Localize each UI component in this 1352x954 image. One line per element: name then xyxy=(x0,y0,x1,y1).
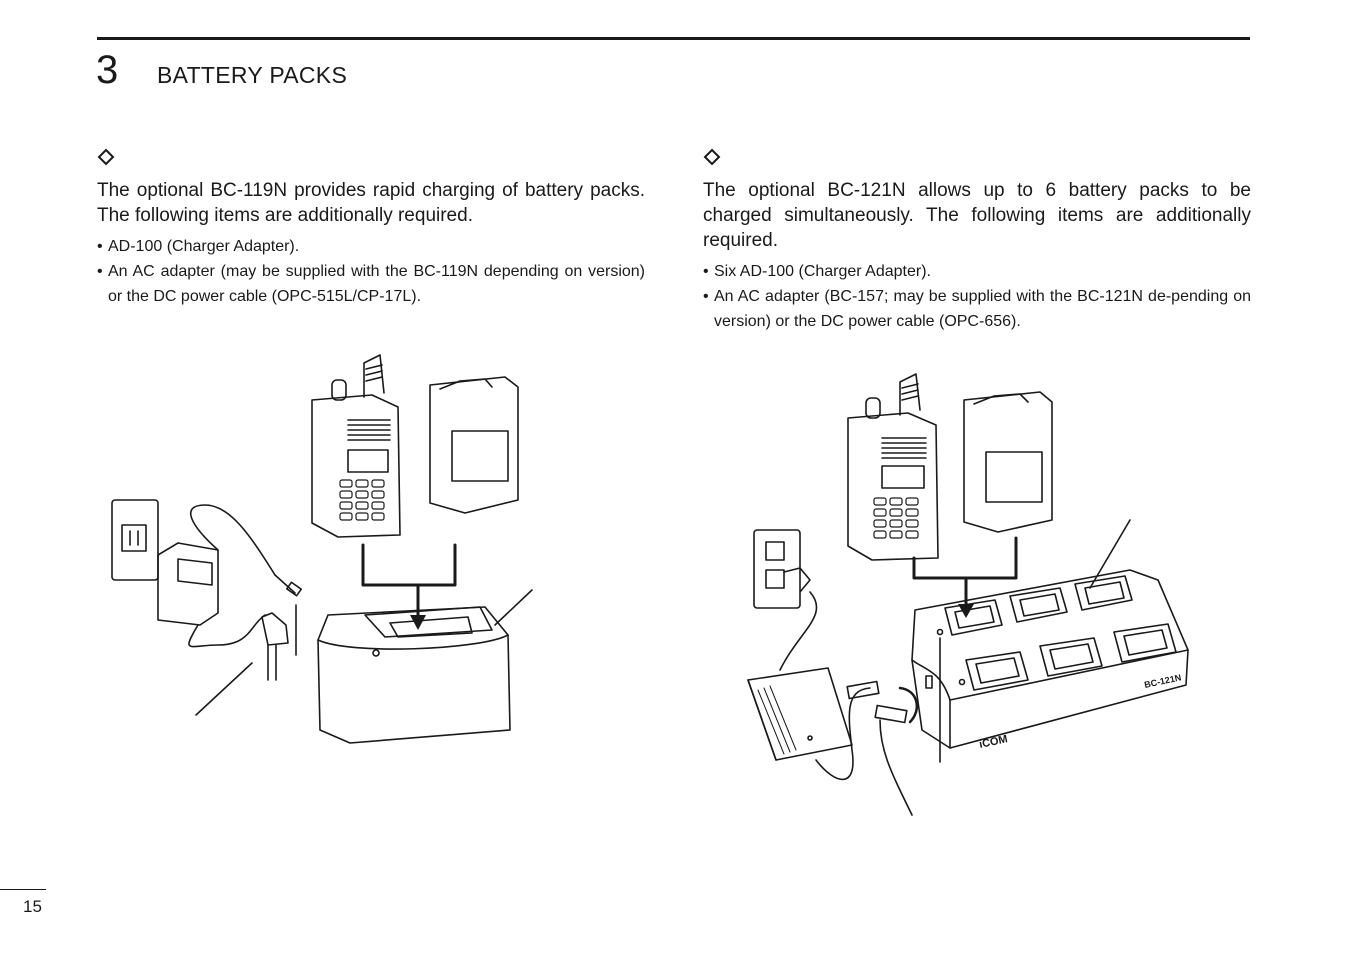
insert-arrow-icon xyxy=(912,536,1018,610)
charger-slot-icon xyxy=(944,599,1003,636)
arrow-head-icon xyxy=(958,604,974,618)
chapter-title: BATTERY PACKS xyxy=(157,62,348,88)
bc119n-requirements-list: AD-100 (Charger Adapter). An AC adapter … xyxy=(97,234,645,309)
charger-slot-icon xyxy=(1113,623,1177,663)
battery-pack-icon xyxy=(963,391,1053,533)
diamond-outline-icon xyxy=(703,148,721,166)
wall-outlet-icon xyxy=(111,499,159,581)
ac-adapter-icon xyxy=(747,591,919,816)
bc121n-requirements-list: Six AD-100 (Charger Adapter). An AC adap… xyxy=(703,259,1251,334)
list-item: AD-100 (Charger Adapter). xyxy=(97,234,645,259)
battery-pack-icon xyxy=(429,376,519,514)
header-rule xyxy=(97,37,1250,40)
bc119n-charging-illustration xyxy=(111,354,533,744)
list-item: An AC adapter (BC-157; may be supplied w… xyxy=(703,284,1251,334)
bc119n-charger-icon xyxy=(295,589,533,744)
dc-plug-icon xyxy=(195,612,289,716)
diamond-outline-icon xyxy=(97,148,115,166)
page-number: 15 xyxy=(23,897,42,916)
list-item: An AC adapter (may be supplied with the … xyxy=(97,259,645,309)
bc121n-intro: The optional BC-121N allows up to 6 batt… xyxy=(703,180,1251,251)
charger-slot-icon xyxy=(1074,575,1133,611)
chapter-number: 3 xyxy=(96,48,119,92)
transceiver-icon xyxy=(847,373,939,561)
charger-slot-icon xyxy=(1009,587,1068,623)
bc119n-section: The optional BC-119N provides rapid char… xyxy=(97,148,645,309)
brand-logo-label: iCOM xyxy=(978,733,1009,751)
bc121n-charging-illustration: BC-121N iCOM xyxy=(747,373,1189,816)
transceiver-icon xyxy=(311,354,401,538)
footer-rule xyxy=(0,889,46,890)
arrow-head-icon xyxy=(410,615,426,630)
ac-adapter-icon xyxy=(157,504,303,648)
bc119n-intro: The optional BC-119N provides rapid char… xyxy=(97,180,645,226)
insert-arrow-icon xyxy=(361,543,457,622)
charger-slot-icon xyxy=(965,651,1029,691)
bc121n-charger-icon xyxy=(911,519,1189,763)
list-item: Six AD-100 (Charger Adapter). xyxy=(703,259,1251,284)
wall-outlet-icon xyxy=(753,529,811,609)
bc121n-section: The optional BC-121N allows up to 6 batt… xyxy=(703,148,1251,334)
charger-slot-icon xyxy=(1039,637,1103,677)
